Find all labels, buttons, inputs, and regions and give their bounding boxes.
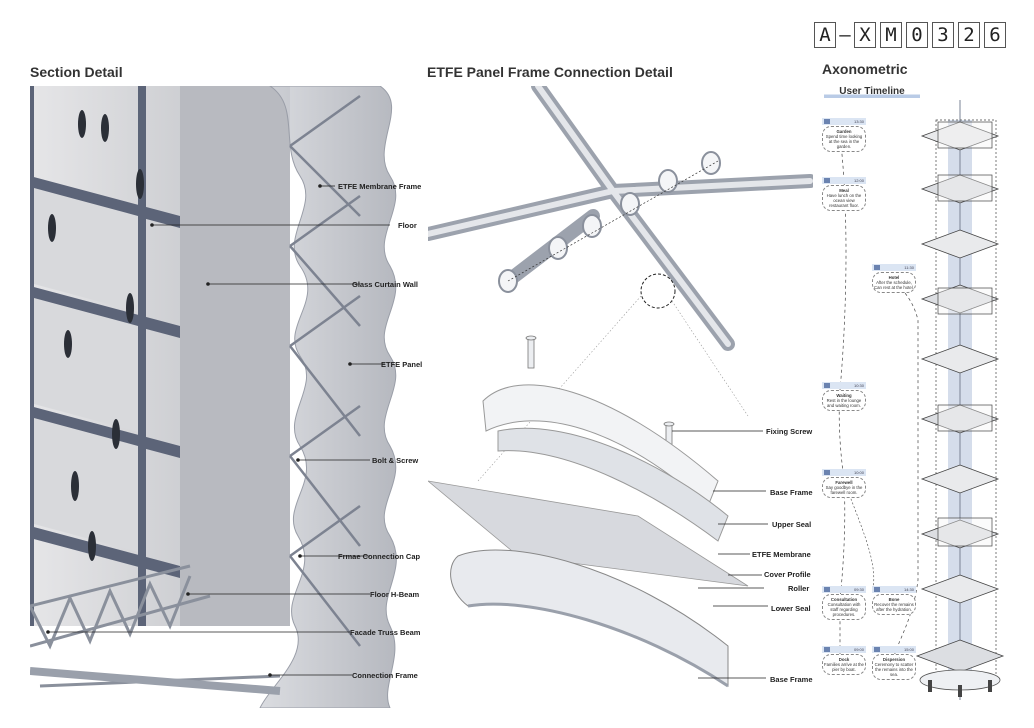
section-detail-drawing bbox=[30, 86, 397, 708]
label-bolt-screw: Bolt & Screw bbox=[372, 456, 419, 465]
timeline-marker-icon bbox=[824, 119, 830, 124]
label-floor-h-beam: Floor H-Beam bbox=[370, 590, 420, 599]
label-etfe-panel: ETFE Panel bbox=[381, 360, 423, 369]
timeline-marker-icon bbox=[874, 647, 880, 652]
label-etfe-membrane: ETFE Membrane bbox=[752, 550, 811, 559]
sheet-code-char: 0 bbox=[906, 22, 928, 48]
label-lower-seal: Lower Seal bbox=[771, 604, 811, 613]
timeline-marker-icon bbox=[874, 265, 880, 270]
sheet-code-char: 3 bbox=[932, 22, 954, 48]
label-base-frame-lower: Base Frame bbox=[770, 675, 813, 684]
timeline-marker-icon bbox=[824, 383, 830, 388]
label-base-frame-upper: Base Frame bbox=[770, 488, 813, 497]
sheet-code-char: X bbox=[854, 22, 876, 48]
connection-detail-title: ETFE Panel Frame Connection Detail bbox=[427, 64, 673, 80]
label-upper-seal: Upper Seal bbox=[772, 520, 812, 529]
sheet-code-dash: – bbox=[839, 24, 851, 46]
user-timeline-title: User Timeline bbox=[824, 86, 920, 98]
sheet-code-char: 6 bbox=[984, 22, 1006, 48]
timeline-marker-icon bbox=[824, 647, 830, 652]
sheet-code: A – X M 0 3 2 6 bbox=[814, 22, 1006, 48]
axonometric-drawing bbox=[838, 100, 1005, 700]
axonometric-title: Axonometric bbox=[822, 61, 908, 77]
label-roller: Roller bbox=[788, 584, 810, 593]
timeline-marker-icon bbox=[874, 587, 880, 592]
section-detail-title: Section Detail bbox=[30, 64, 123, 80]
label-frame-connection-cap: Frmae Connection Cap bbox=[338, 552, 421, 561]
connection-detail-drawing bbox=[428, 86, 813, 688]
sheet-code-char: 2 bbox=[958, 22, 980, 48]
label-fixing-screw: Fixing Screw bbox=[766, 427, 813, 436]
timeline-marker-icon bbox=[824, 587, 830, 592]
timeline-marker-icon bbox=[824, 178, 830, 183]
sheet-code-char: A bbox=[814, 22, 836, 48]
label-cover-profile: Cover Profile bbox=[764, 570, 811, 579]
label-facade-truss-beam: Facade Truss Beam bbox=[350, 628, 421, 637]
label-etfe-membrane-frame: ETFE Membrane Frame bbox=[338, 182, 422, 191]
timeline-marker-icon bbox=[824, 470, 830, 475]
label-connection-frame: Connection Frame bbox=[352, 671, 418, 680]
label-floor: Floor bbox=[398, 221, 417, 230]
label-glass-curtain-wall: Glass Curtain Wall bbox=[352, 280, 418, 289]
sheet-code-char: M bbox=[880, 22, 902, 48]
